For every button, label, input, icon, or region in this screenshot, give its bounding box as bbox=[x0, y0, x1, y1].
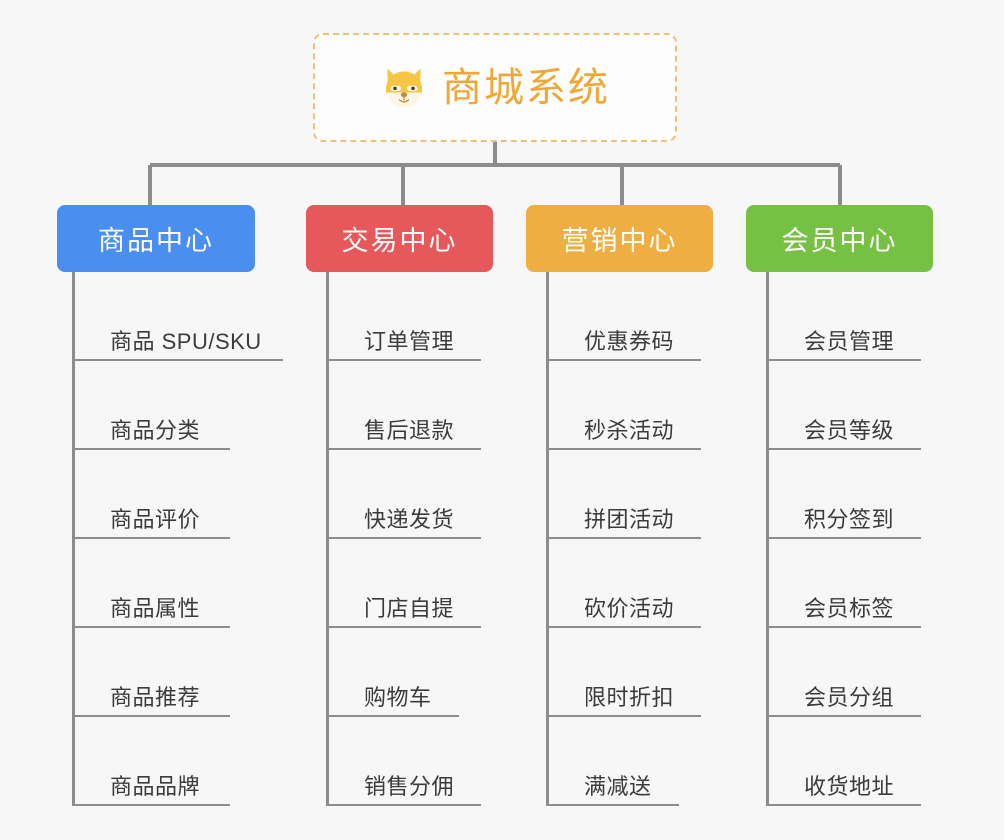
leaf-item[interactable]: 门店自提 bbox=[329, 539, 493, 628]
leaf-underline bbox=[75, 537, 230, 539]
leaf-underline bbox=[329, 448, 481, 450]
leaf-underline bbox=[75, 626, 230, 628]
leaf-underline bbox=[329, 537, 481, 539]
leaf-item[interactable]: 销售分佣 bbox=[329, 717, 493, 806]
branch-head-2[interactable]: 营销中心 bbox=[526, 205, 713, 272]
leaf-item[interactable]: 积分签到 bbox=[769, 450, 933, 539]
branch-head-3[interactable]: 会员中心 bbox=[746, 205, 933, 272]
leaf-underline bbox=[769, 537, 921, 539]
leaf-item[interactable]: 优惠券码 bbox=[549, 272, 713, 361]
leaf-item[interactable]: 会员分组 bbox=[769, 628, 933, 717]
leaf-label: 商品 SPU/SKU bbox=[110, 328, 262, 354]
leaf-item[interactable]: 秒杀活动 bbox=[549, 361, 713, 450]
leaf-label: 商品属性 bbox=[110, 595, 201, 621]
leaf-label: 商品推荐 bbox=[110, 684, 201, 710]
leaf-underline bbox=[769, 359, 921, 361]
page-title: 商城系统 bbox=[442, 65, 610, 110]
leaf-label: 售后退款 bbox=[364, 417, 455, 443]
leaf-label: 拼团活动 bbox=[584, 506, 675, 532]
leaf-underline bbox=[549, 359, 701, 361]
leaf-underline bbox=[769, 626, 921, 628]
leaf-item[interactable]: 会员管理 bbox=[769, 272, 933, 361]
leaf-underline bbox=[549, 804, 679, 806]
leaf-underline bbox=[75, 715, 230, 717]
leaf-label: 会员分组 bbox=[804, 684, 895, 710]
leaf-label: 限时折扣 bbox=[584, 684, 675, 710]
leaf-label: 快递发货 bbox=[364, 506, 455, 532]
leaf-underline bbox=[329, 626, 481, 628]
leaf-underline bbox=[769, 804, 921, 806]
leaf-underline bbox=[75, 359, 283, 361]
leaf-label: 会员等级 bbox=[804, 417, 895, 443]
leaf-item[interactable]: 商品属性 bbox=[75, 539, 255, 628]
leaf-underline bbox=[329, 804, 481, 806]
leaf-label: 商品品牌 bbox=[110, 773, 201, 799]
leaf-label: 商品分类 bbox=[110, 417, 201, 443]
leaf-label: 秒杀活动 bbox=[584, 417, 675, 443]
leaf-label: 会员标签 bbox=[804, 595, 895, 621]
leaf-underline bbox=[329, 715, 459, 717]
leaf-underline bbox=[549, 448, 701, 450]
leaf-underline bbox=[769, 448, 921, 450]
leaf-item[interactable]: 满减送 bbox=[549, 717, 713, 806]
leaf-underline bbox=[549, 715, 701, 717]
leaf-list-2: 优惠券码秒杀活动拼团活动砍价活动限时折扣满减送 bbox=[546, 272, 713, 806]
branch-column-1: 交易中心订单管理售后退款快递发货门店自提购物车销售分佣 bbox=[306, 205, 493, 806]
leaf-underline bbox=[549, 626, 701, 628]
leaf-underline bbox=[549, 537, 701, 539]
leaf-label: 收货地址 bbox=[804, 773, 895, 799]
shiba-dog-icon bbox=[386, 68, 422, 107]
leaf-item[interactable]: 商品分类 bbox=[75, 361, 255, 450]
leaf-item[interactable]: 商品评价 bbox=[75, 450, 255, 539]
leaf-label: 优惠券码 bbox=[584, 328, 675, 354]
leaf-label: 砍价活动 bbox=[584, 595, 675, 621]
leaf-item[interactable]: 限时折扣 bbox=[549, 628, 713, 717]
leaf-item[interactable]: 快递发货 bbox=[329, 450, 493, 539]
leaf-label: 满减送 bbox=[584, 773, 652, 799]
branch-head-1[interactable]: 交易中心 bbox=[306, 205, 493, 272]
leaf-item[interactable]: 拼团活动 bbox=[549, 450, 713, 539]
leaf-list-3: 会员管理会员等级积分签到会员标签会员分组收货地址 bbox=[766, 272, 933, 806]
leaf-label: 购物车 bbox=[364, 684, 432, 710]
leaf-label: 销售分佣 bbox=[364, 773, 455, 799]
leaf-list-0: 商品 SPU/SKU 商品分类商品评价商品属性商品推荐商品品牌 bbox=[72, 272, 283, 806]
leaf-label: 门店自提 bbox=[364, 595, 455, 621]
branch-column-2: 营销中心优惠券码秒杀活动拼团活动砍价活动限时折扣满减送 bbox=[526, 205, 713, 806]
leaf-item[interactable]: 购物车 bbox=[329, 628, 493, 717]
branch-column-3: 会员中心会员管理会员等级积分签到会员标签会员分组收货地址 bbox=[746, 205, 933, 806]
leaf-underline bbox=[329, 359, 481, 361]
leaf-item[interactable]: 商品品牌 bbox=[75, 717, 255, 806]
leaf-underline bbox=[769, 715, 921, 717]
leaf-item[interactable]: 会员等级 bbox=[769, 361, 933, 450]
leaf-item[interactable]: 商品 SPU/SKU bbox=[75, 272, 283, 361]
leaf-underline bbox=[75, 448, 230, 450]
leaf-item[interactable]: 订单管理 bbox=[329, 272, 493, 361]
leaf-label: 商品评价 bbox=[110, 506, 201, 532]
leaf-label: 积分签到 bbox=[804, 506, 895, 532]
leaf-item[interactable]: 会员标签 bbox=[769, 539, 933, 628]
leaf-item[interactable]: 收货地址 bbox=[769, 717, 933, 806]
leaf-label: 会员管理 bbox=[804, 328, 895, 354]
root-node[interactable]: 商城系统 bbox=[313, 33, 677, 142]
leaf-item[interactable]: 商品推荐 bbox=[75, 628, 255, 717]
leaf-list-1: 订单管理售后退款快递发货门店自提购物车销售分佣 bbox=[326, 272, 493, 806]
leaf-item[interactable]: 售后退款 bbox=[329, 361, 493, 450]
leaf-label: 订单管理 bbox=[364, 328, 455, 354]
leaf-underline bbox=[75, 804, 230, 806]
branch-column-0: 商品中心商品 SPU/SKU 商品分类商品评价商品属性商品推荐商品品牌 bbox=[57, 205, 283, 806]
branch-head-0[interactable]: 商品中心 bbox=[57, 205, 255, 272]
leaf-item[interactable]: 砍价活动 bbox=[549, 539, 713, 628]
